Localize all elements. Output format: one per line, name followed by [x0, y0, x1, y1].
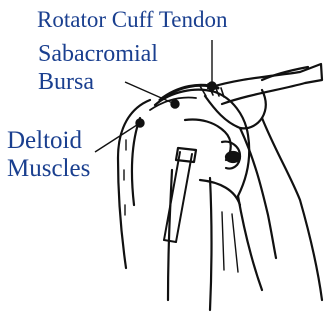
arm-lines [222, 212, 238, 272]
scapula-right-edge [262, 118, 322, 300]
label-deltoid-line1: Deltoid [7, 128, 82, 153]
acromion [205, 90, 266, 128]
label-subacromial-bursa-line1: Sabacromial [38, 42, 158, 66]
humerus-right [210, 178, 212, 310]
deltoid-fibers [124, 140, 126, 215]
probe-tip [164, 240, 176, 242]
scapula-lower [238, 196, 262, 290]
pointer-dot-deltoid [136, 119, 144, 127]
label-subacromial-bursa-line2: Bursa [38, 70, 94, 94]
humerus-left [168, 170, 172, 300]
deltoid-outline [118, 100, 150, 268]
probe [164, 152, 192, 242]
deltoid-inner [132, 118, 140, 205]
glenoid-dark [226, 152, 240, 162]
pointer-dot-rotator-cuff [208, 82, 216, 90]
scapula-blade [240, 128, 276, 258]
label-rotator-cuff-tendon: Rotator Cuff Tendon [37, 8, 227, 31]
pointer-dot-bursa [171, 100, 179, 108]
arm-detail [200, 180, 240, 205]
label-deltoid-line2: Muscles [7, 156, 90, 181]
